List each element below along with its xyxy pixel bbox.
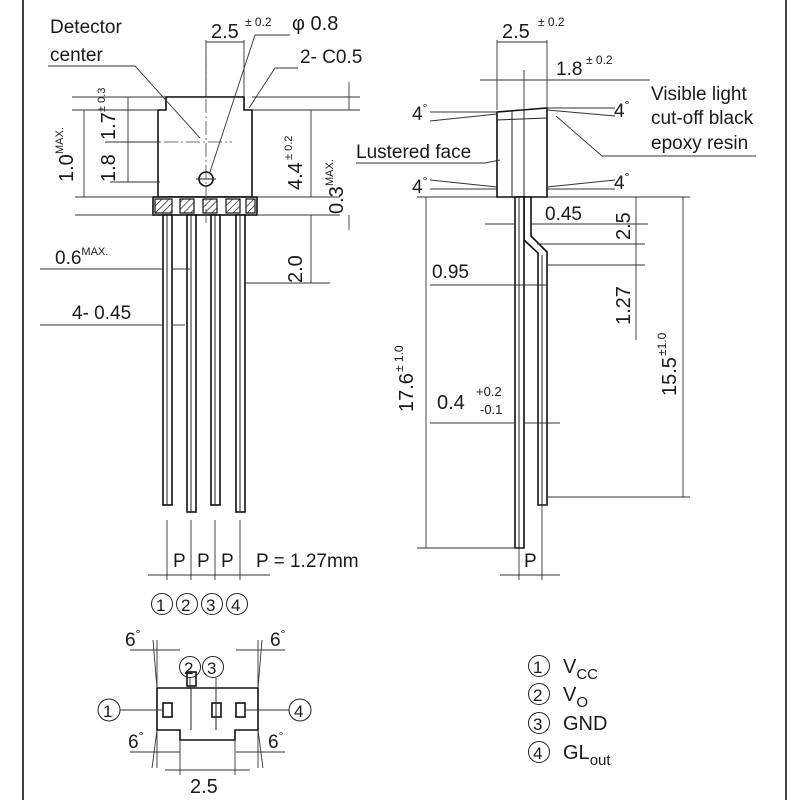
svg-text:3: 3 — [533, 715, 542, 734]
angle-top-right: 4° — [614, 98, 630, 122]
front-base-hatch — [154, 198, 256, 214]
legend-item-1: 1 VCC — [528, 655, 598, 683]
bottom-pin-2 — [186, 671, 197, 687]
side-dim-2-5: 2.5 — [613, 212, 635, 240]
pitch-value: P = 1.27mm — [256, 551, 359, 572]
side-view: 2.5 ± 0.2 1.8 ± 0.2 4° 4° 4° 4° Visible … — [356, 15, 756, 580]
svg-text:4: 4 — [533, 744, 542, 763]
svg-text:1.8: 1.8 — [98, 154, 120, 182]
svg-text:P: P — [197, 551, 210, 572]
svg-text:2.0: 2.0 — [285, 255, 307, 283]
svg-text:0.3: 0.3 — [326, 186, 348, 214]
svg-text:± 1.0: ± 1.0 — [392, 345, 406, 372]
dim-4-4: 4.4 ± 0.2 — [283, 136, 307, 190]
lead-width-label: 4- 0.45 — [72, 303, 131, 324]
angle-bottom-left: 4° — [412, 174, 428, 198]
svg-text:4: 4 — [231, 596, 240, 615]
front-width-tol: ± 0.2 — [245, 15, 272, 29]
bottom-pin-label-1: 1 — [103, 702, 112, 721]
side-width-tol: ± 0.2 — [538, 15, 565, 29]
side-dim-1-8-tol: ± 0.2 — [586, 53, 613, 67]
front-pin-numbers: 1 2 3 4 — [151, 593, 248, 615]
bottom-view: 6° 6° 6° 6° 2 3 1 4 2.5 — [97, 627, 312, 798]
side-dim-0-45: 0.45 — [545, 204, 582, 225]
pin-legend: 1 VCC 2 VO 3 GND 4 GLout — [528, 655, 611, 769]
side-dim-1-27: 1.27 — [613, 286, 635, 325]
bottom-pin-label-4: 4 — [294, 702, 303, 721]
chamfer-label: 2- C0.5 — [300, 47, 362, 68]
side-dim-0-4: 0.4 — [437, 392, 465, 414]
svg-text:1: 1 — [533, 658, 542, 677]
dim-1-8: 1.8 1.7 ± 0.3 — [96, 88, 120, 182]
svg-text:± 0.2: ± 0.2 — [283, 136, 295, 160]
svg-text:2: 2 — [181, 596, 190, 615]
legend-item-3: 3 GND — [528, 712, 607, 735]
svg-text:1.7: 1.7 — [98, 112, 120, 140]
svg-text:P: P — [221, 551, 234, 572]
svg-text:1.0: 1.0 — [56, 154, 78, 182]
bottom-width-value: 2.5 — [190, 776, 218, 798]
svg-text:2.5: 2.5 — [613, 212, 635, 240]
svg-text:1: 1 — [156, 596, 165, 615]
svg-text:±1.0: ±1.0 — [655, 332, 669, 356]
svg-text:4.4: 4.4 — [285, 162, 307, 190]
dim-1-0-max: 1.0 MAX. — [54, 127, 78, 182]
lens-diameter-label: φ 0.8 — [292, 13, 338, 35]
resin-note-line1: Visible light — [651, 84, 747, 105]
bottom-angle-tl: 6° — [125, 627, 141, 651]
front-leads — [162, 214, 246, 513]
drawing-frame — [22, 0, 787, 800]
side-dim-1-8: 1.8 — [556, 59, 582, 80]
side-pitch-label: P — [524, 551, 537, 572]
svg-text:GND: GND — [563, 713, 607, 735]
side-dim-0-4-tol-plus: +0.2 — [476, 384, 502, 399]
svg-text:GLout: GLout — [563, 742, 611, 769]
svg-text:2: 2 — [533, 686, 542, 705]
svg-text:15.5: 15.5 — [659, 357, 681, 396]
svg-text:3: 3 — [206, 596, 215, 615]
side-dim-0-4-tol-minus: -0.1 — [480, 402, 502, 417]
svg-text:VCC: VCC — [563, 656, 598, 683]
detector-center-line1: Detector — [50, 17, 122, 38]
front-view: 2.5 ± 0.2 φ 0.8 2- C0.5 Detector center … — [40, 13, 362, 615]
bottom-angle-br: 6° — [268, 729, 284, 753]
svg-text:1.27: 1.27 — [613, 286, 635, 325]
svg-text:MAX.: MAX. — [324, 159, 336, 186]
svg-text:17.6: 17.6 — [396, 373, 418, 412]
legend-item-4: 4 GLout — [528, 741, 611, 769]
svg-text:VO: VO — [563, 684, 588, 711]
bottom-pin-label-2: 2 — [184, 659, 193, 678]
angle-bottom-right: 4° — [614, 170, 630, 194]
dim-0-3-max: 0.3 MAX. — [324, 159, 348, 214]
detector-center-line2: center — [50, 45, 103, 66]
svg-text:MAX.: MAX. — [54, 127, 66, 154]
bottom-pin-label-3: 3 — [207, 659, 216, 678]
side-dim-15-5: 15.5 ±1.0 — [655, 332, 681, 396]
svg-text:± 0.3: ± 0.3 — [96, 88, 108, 112]
dim-0-6-max: 0.6MAX. — [55, 246, 108, 269]
pitch-dimension: P P P P = 1.27mm — [148, 520, 359, 580]
resin-note-line3: epoxy resin — [651, 133, 748, 154]
side-dim-17-6: 17.6 ± 1.0 — [392, 345, 418, 412]
lustered-face-label: Lustered face — [356, 142, 471, 163]
front-width-value: 2.5 — [211, 21, 239, 43]
dim-2-0: 2.0 — [285, 255, 307, 283]
side-body — [496, 107, 548, 198]
resin-note-line2: cut-off black — [651, 108, 754, 129]
svg-text:P: P — [173, 551, 186, 572]
bottom-pin-4 — [235, 702, 246, 718]
legend-item-2: 2 VO — [528, 683, 588, 711]
bottom-angle-tr: 6° — [270, 627, 286, 651]
side-dim-0-95: 0.95 — [432, 262, 469, 283]
angle-top-left: 4° — [412, 101, 428, 125]
front-body — [157, 96, 253, 198]
side-width-value: 2.5 — [502, 21, 530, 43]
bottom-angle-bl: 6° — [128, 729, 144, 753]
bottom-pin-1 — [162, 702, 173, 718]
